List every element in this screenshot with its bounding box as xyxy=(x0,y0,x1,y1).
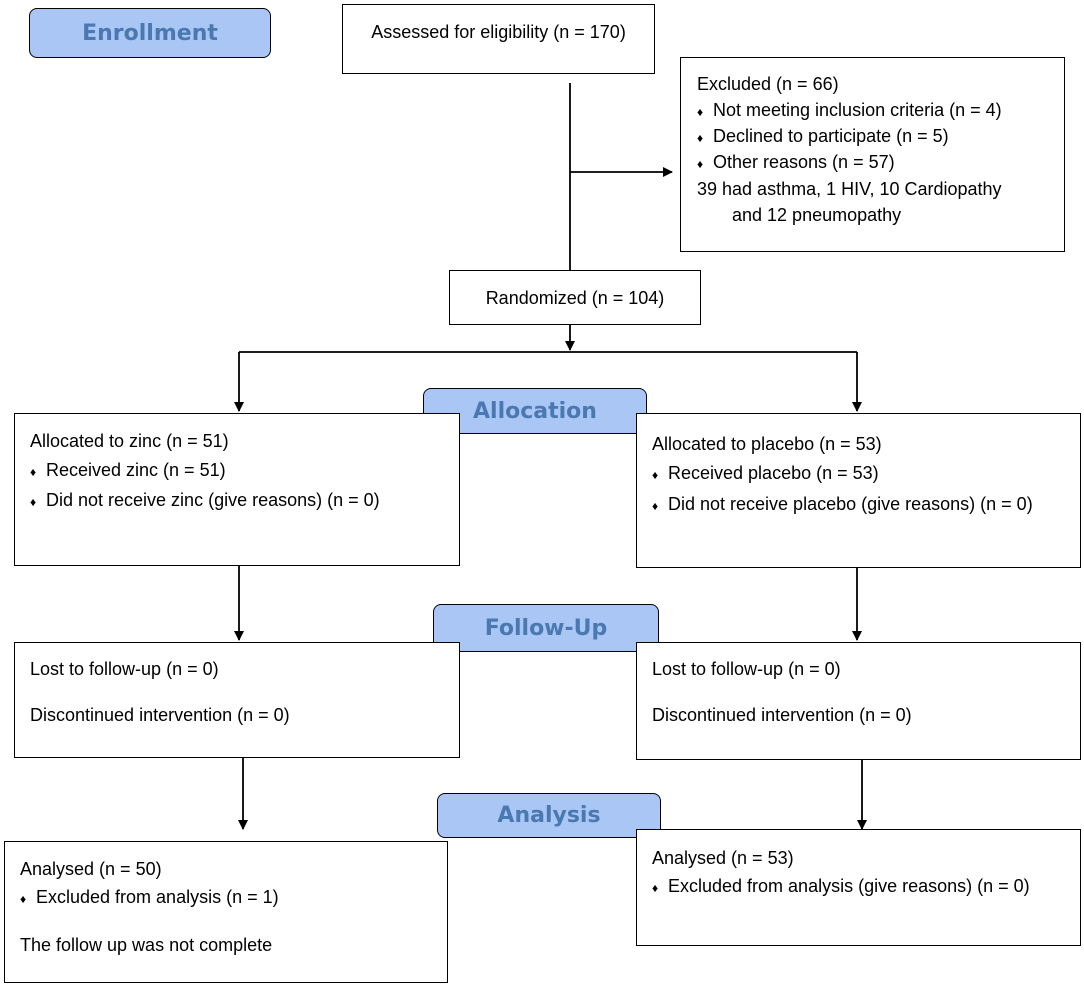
zinc-discontinued: Discontinued intervention (n = 0) xyxy=(30,705,290,725)
excluded-box: Excluded (n = 66) ♦Not meeting inclusion… xyxy=(680,57,1065,252)
excluded-item: ♦Declined to participate (n = 5) xyxy=(697,126,949,146)
bullet-icon: ♦ xyxy=(20,892,27,906)
zinc-allocation-title: Allocated to zinc (n = 51) xyxy=(30,431,229,451)
bullet-icon: ♦ xyxy=(652,468,659,482)
excluded-item: ♦Other reasons (n = 57) xyxy=(697,152,895,172)
excluded-title: Excluded (n = 66) xyxy=(697,74,839,94)
placebo-excluded-analysis: ♦Excluded from analysis (give reasons) (… xyxy=(652,876,1030,896)
zinc-allocation-item: ♦Received zinc (n = 51) xyxy=(30,460,226,480)
excluded-note-line2: and 12 pneumopathy xyxy=(732,205,902,225)
placebo-lost-followup: Lost to follow-up (n = 0) xyxy=(652,659,841,679)
zinc-analysis-note: The follow up was not complete xyxy=(20,935,273,955)
zinc-excluded-analysis: ♦Excluded from analysis (n = 1) xyxy=(20,887,279,907)
zinc-analysed: Analysed (n = 50) xyxy=(20,859,162,879)
zinc-allocation-item: ♦Did not receive zinc (give reasons) (n … xyxy=(30,490,380,510)
bullet-icon: ♦ xyxy=(697,157,704,171)
bullet-icon: ♦ xyxy=(652,499,659,513)
excluded-note-line1: 39 had asthma, 1 HIV, 10 Cardiopathy xyxy=(697,179,1002,199)
stage-analysis: Analysis xyxy=(437,793,661,838)
bullet-icon: ♦ xyxy=(697,105,704,119)
zinc-lost-followup: Lost to follow-up (n = 0) xyxy=(30,659,219,679)
placebo-allocation-item: ♦Did not receive placebo (give reasons) … xyxy=(652,494,1033,514)
placebo-followup-box: Lost to follow-up (n = 0) Discontinued i… xyxy=(636,642,1081,760)
stage-follow-up: Follow-Up xyxy=(433,604,659,652)
excluded-item: ♦Not meeting inclusion criteria (n = 4) xyxy=(697,100,1002,120)
placebo-allocation-box: Allocated to placebo (n = 53) ♦Received … xyxy=(636,413,1081,568)
stage-enrollment: Enrollment xyxy=(29,8,271,58)
placebo-allocation-title: Allocated to placebo (n = 53) xyxy=(652,434,882,454)
zinc-followup-box: Lost to follow-up (n = 0) Discontinued i… xyxy=(14,642,460,758)
assessed-box: Assessed for eligibility (n = 170) xyxy=(342,4,655,74)
placebo-analysed: Analysed (n = 53) xyxy=(652,848,794,868)
bullet-icon: ♦ xyxy=(697,131,704,145)
placebo-discontinued: Discontinued intervention (n = 0) xyxy=(652,705,912,725)
stage-allocation: Allocation xyxy=(423,388,647,434)
zinc-analysis-box: Analysed (n = 50) ♦Excluded from analysi… xyxy=(4,841,448,983)
randomized-text: Randomized (n = 104) xyxy=(485,288,665,308)
randomized-box: Randomized (n = 104) xyxy=(449,270,701,325)
bullet-icon: ♦ xyxy=(30,465,37,479)
placebo-allocation-item: ♦Received placebo (n = 53) xyxy=(652,463,879,483)
bullet-icon: ♦ xyxy=(652,881,659,895)
placebo-analysis-box: Analysed (n = 53) ♦Excluded from analysi… xyxy=(636,829,1081,946)
zinc-allocation-box: Allocated to zinc (n = 51) ♦Received zin… xyxy=(14,413,460,566)
bullet-icon: ♦ xyxy=(30,495,37,509)
assessed-text: Assessed for eligibility (n = 170) xyxy=(371,22,626,42)
